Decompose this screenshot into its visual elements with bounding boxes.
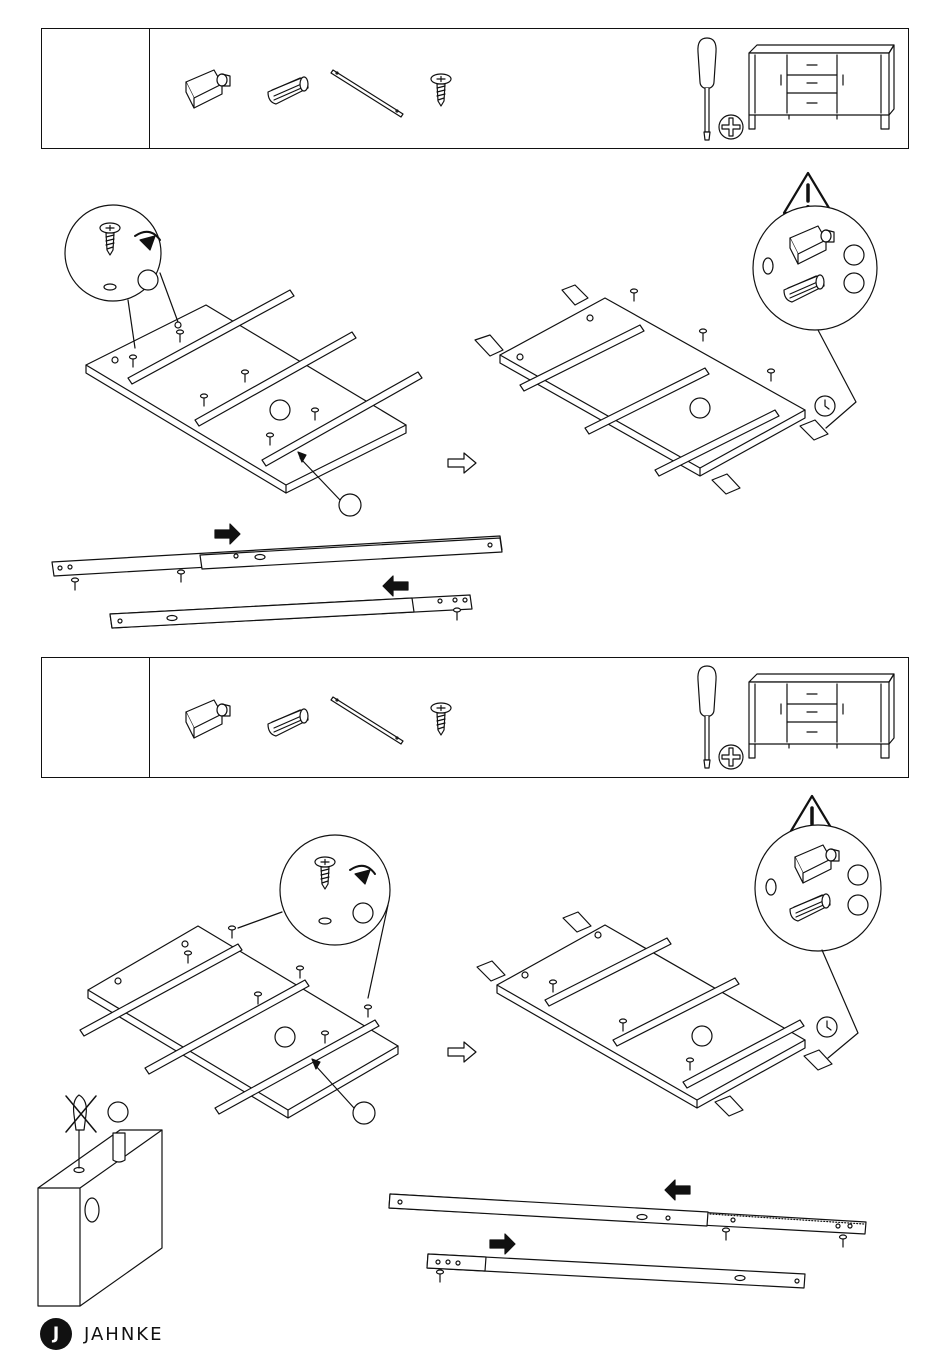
step-2-phillips-bit-icon (719, 745, 743, 769)
brand-name: JAHNKE (84, 1324, 163, 1345)
step-2-cam-lock-icon (186, 700, 230, 738)
step-1-next-arrow-icon (448, 453, 476, 473)
step-1-dowel-icon (268, 77, 308, 104)
step-1-sideboard-icon (749, 45, 894, 129)
step-1-panel-right (475, 285, 828, 494)
step-1-screw-icon (431, 74, 451, 106)
step-2-clock-icon (817, 1017, 837, 1037)
step-1-drawer-rail-top (52, 524, 502, 590)
brand-logo: J JAHNKE (40, 1316, 163, 1352)
step-1-rail-rod-icon (331, 70, 403, 117)
step-2-sideboard-icon (749, 674, 894, 758)
step-2-panel-left (80, 926, 398, 1124)
step-2-panel-right (477, 912, 832, 1116)
step-1-clock-icon (815, 396, 835, 416)
step-2-screw-icon (431, 703, 451, 735)
step-2-rail-rod-icon (331, 697, 403, 744)
step-2-next-arrow-icon (448, 1042, 476, 1062)
step-2-drawer-rail-top (389, 1180, 866, 1247)
step-1-phillips-bit-icon (719, 115, 743, 139)
step-2-drawer-rail-bottom (427, 1234, 805, 1288)
step-1-cam-lock-icon (186, 70, 230, 108)
step-1-drawer-rail-bottom (110, 576, 472, 628)
step-1-panel-left (86, 290, 422, 516)
step-1-zoom-detail (65, 205, 178, 348)
step-2-side-panel (38, 1095, 162, 1306)
brand-logo-mark: J (40, 1318, 72, 1350)
step-2-screwdriver-icon (698, 666, 716, 768)
step-2-dowel-icon (268, 709, 308, 736)
step-1-screwdriver-icon (698, 38, 716, 140)
